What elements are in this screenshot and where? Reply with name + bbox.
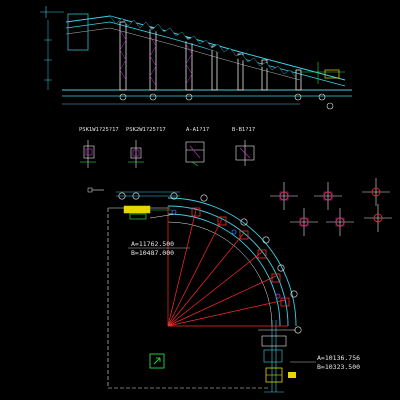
coord-label-b2: B=10323.500: [317, 363, 360, 371]
detail-label-psk2: PSK2W1?25?17: [126, 127, 166, 133]
axis-markers-elevation: [119, 93, 334, 110]
detail-label-psk1: PSK1W1?25?17: [79, 127, 119, 133]
section-symbol: [149, 353, 165, 369]
support-columns: [119, 21, 302, 91]
plan-view: A=11762.500 B=10487.000 A=10136.756 B=10…: [87, 187, 360, 393]
coord-label-b1: B=10487.000: [131, 249, 174, 257]
radial-lines: [167, 206, 288, 327]
detail-label-section-b: B-B1?17: [232, 127, 255, 133]
coord-label-a1: A=11762.500: [131, 240, 174, 248]
detail-sections: PSK1W1?25?17 PSK2W1?25?17 A-A1?17 B-B1?1…: [79, 127, 255, 168]
detail-label-section-a: A-A1?17: [186, 127, 209, 133]
side-details: [270, 178, 392, 236]
coord-label-a2: A=10136.756: [317, 354, 360, 362]
elevation-view: [40, 6, 352, 110]
